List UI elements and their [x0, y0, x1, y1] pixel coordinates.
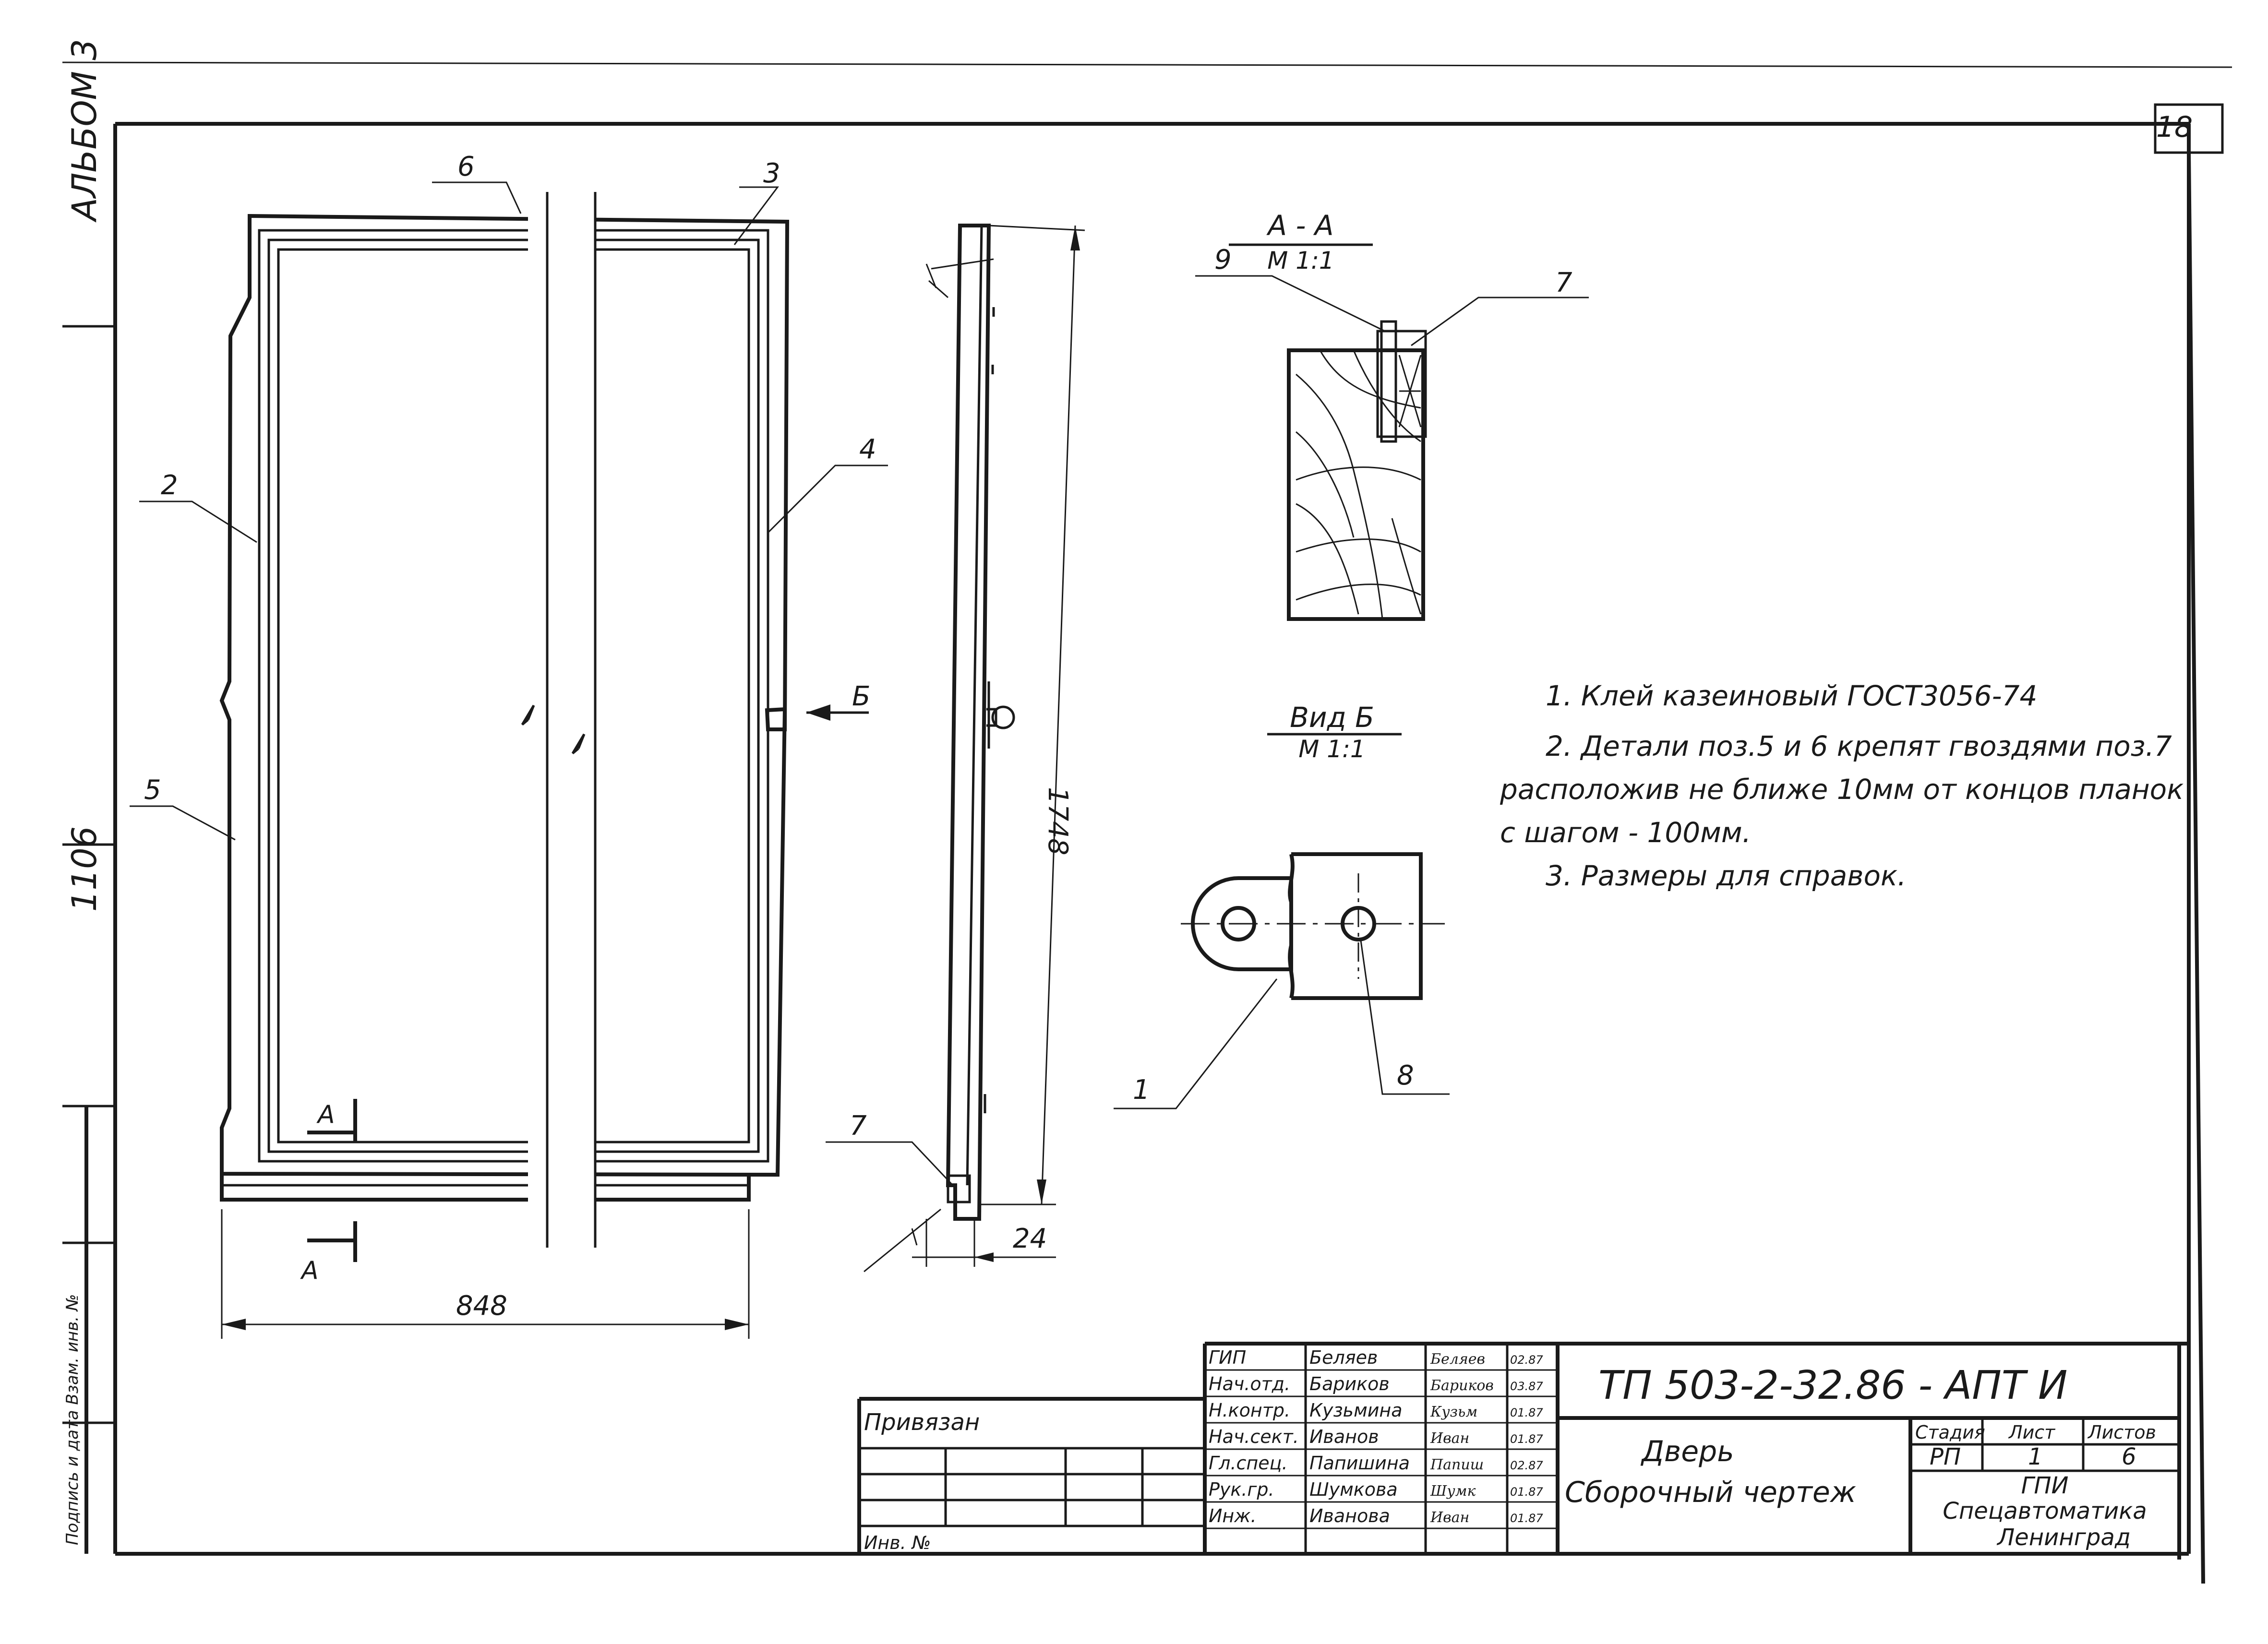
- role-0: ГИП: [1209, 1347, 1246, 1368]
- view-b-scale: М 1:1: [1298, 735, 1366, 763]
- note-line-3: расположив не ближе 10мм от концов плано…: [1500, 773, 2184, 806]
- date-1: 03.87: [1510, 1380, 1543, 1393]
- date-0: 02.87: [1510, 1353, 1543, 1367]
- pos-label-6: 6: [457, 151, 475, 182]
- section-mark-bottom: А: [300, 1256, 319, 1285]
- door-front-view: [219, 192, 790, 1262]
- section-aa-drawing: [1195, 275, 1589, 621]
- role-3: Нач.сект.: [1209, 1426, 1299, 1447]
- signature-rows: ГИП Беляев Беляев 02.87 Нач.отд. Бариков…: [1209, 1347, 1543, 1526]
- pos-label-4: 4: [859, 434, 876, 465]
- name-6: Иванова: [1309, 1505, 1390, 1526]
- note-line-4: с шагом - 100мм.: [1500, 816, 1751, 849]
- object-name: Дверь: [1640, 1435, 1734, 1468]
- sign-5: Шумк: [1430, 1483, 1476, 1500]
- sign-2: Кузьм: [1430, 1404, 1477, 1420]
- stage-value: РП: [1930, 1443, 1961, 1470]
- org-line-3: Ленинград: [1996, 1524, 2131, 1551]
- sheets-header: Листов: [2087, 1422, 2156, 1443]
- front-leaders: [130, 181, 888, 841]
- document-name: Сборочный чертеж: [1565, 1476, 1856, 1509]
- name-3: Иванов: [1309, 1426, 1379, 1447]
- name-2: Кузьмина: [1309, 1400, 1403, 1421]
- inv-no-label: Инв. №: [864, 1532, 931, 1553]
- name-5: Шумкова: [1309, 1479, 1398, 1500]
- thickness-dim-value: 24: [1013, 1223, 1047, 1254]
- width-dim-value: 848: [456, 1290, 507, 1322]
- section-aa-pos-9: 9: [1214, 244, 1232, 275]
- role-4: Гл.спец.: [1209, 1453, 1288, 1474]
- album-label: АЛЬБОМ 3: [65, 39, 104, 223]
- width-dimension: [221, 1209, 750, 1339]
- privyazan-label: Привязан: [864, 1409, 980, 1436]
- view-b-pos-1: 1: [1133, 1074, 1150, 1106]
- date-4: 02.87: [1510, 1459, 1543, 1472]
- note-line-5: 3. Размеры для справок.: [1546, 859, 1906, 892]
- stage-header: Стадия: [1915, 1422, 1985, 1443]
- pos-label-7-side: 7: [850, 1110, 867, 1142]
- sheets-value: 6: [2122, 1443, 2136, 1470]
- role-5: Рук.гр.: [1209, 1479, 1274, 1500]
- sign-4: Папиш: [1430, 1456, 1484, 1473]
- sign-0: Беляев: [1430, 1351, 1485, 1368]
- pos-label-2: 2: [161, 470, 178, 501]
- sign-6: Иван: [1430, 1509, 1469, 1526]
- name-4: Папишина: [1309, 1453, 1410, 1474]
- title-block: [857, 1342, 2189, 1560]
- project-code: ТП 503-2-32.86 - АПТ И: [1598, 1363, 2067, 1408]
- section-mark-top: А: [316, 1100, 335, 1129]
- door-side-view: [826, 224, 1085, 1273]
- height-dim-value: 1748: [1042, 787, 1073, 856]
- sheet-number: 18: [2156, 110, 2193, 144]
- note-line-2: 2. Детали поз.5 и 6 крепят гвоздями поз.…: [1546, 730, 2172, 762]
- pos-label-3: 3: [763, 158, 780, 189]
- sheet-header: Лист: [2008, 1422, 2056, 1443]
- note-line-1: 1. Клей казеиновый ГОСТ3056-74: [1546, 679, 2037, 712]
- frame: [113, 103, 2224, 1584]
- section-marks: [307, 1099, 357, 1262]
- role-6: Инж.: [1209, 1505, 1257, 1526]
- view-b-pos-8: 8: [1397, 1060, 1414, 1091]
- section-aa-scale: М 1:1: [1267, 247, 1334, 274]
- left-margin: [62, 325, 115, 1554]
- date-5: 01.87: [1510, 1485, 1543, 1499]
- role-1: Нач.отд.: [1209, 1373, 1290, 1394]
- name-1: Бариков: [1309, 1373, 1390, 1394]
- name-0: Беляев: [1309, 1347, 1378, 1368]
- stamp-fields: Подпись и дата Взам. инв. №: [63, 1294, 82, 1545]
- org-line-1: ГПИ: [2021, 1472, 2069, 1499]
- sign-3: Иван: [1430, 1430, 1469, 1447]
- section-aa-pos-7: 7: [1555, 267, 1572, 298]
- top-trim-line: [62, 61, 2232, 68]
- pos-label-5: 5: [144, 774, 161, 806]
- date-3: 01.87: [1510, 1432, 1543, 1446]
- date-2: 01.87: [1510, 1406, 1543, 1419]
- org-line-2: Спецавтоматика: [1943, 1498, 2147, 1525]
- view-b-drawing: [1114, 852, 1450, 1109]
- sheet-value: 1: [2028, 1443, 2043, 1470]
- view-b-title: Вид Б: [1290, 701, 1374, 734]
- notes: 1. Клей казеиновый ГОСТ3056-74 2. Детали…: [1500, 679, 2184, 892]
- section-aa-title: А - А: [1266, 209, 1333, 242]
- date-6: 01.87: [1510, 1512, 1543, 1525]
- sign-1: Бариков: [1430, 1377, 1494, 1394]
- album-code: 1106: [65, 826, 104, 912]
- role-2: Н.контр.: [1209, 1400, 1290, 1421]
- view-arrow-label: Б: [852, 681, 870, 712]
